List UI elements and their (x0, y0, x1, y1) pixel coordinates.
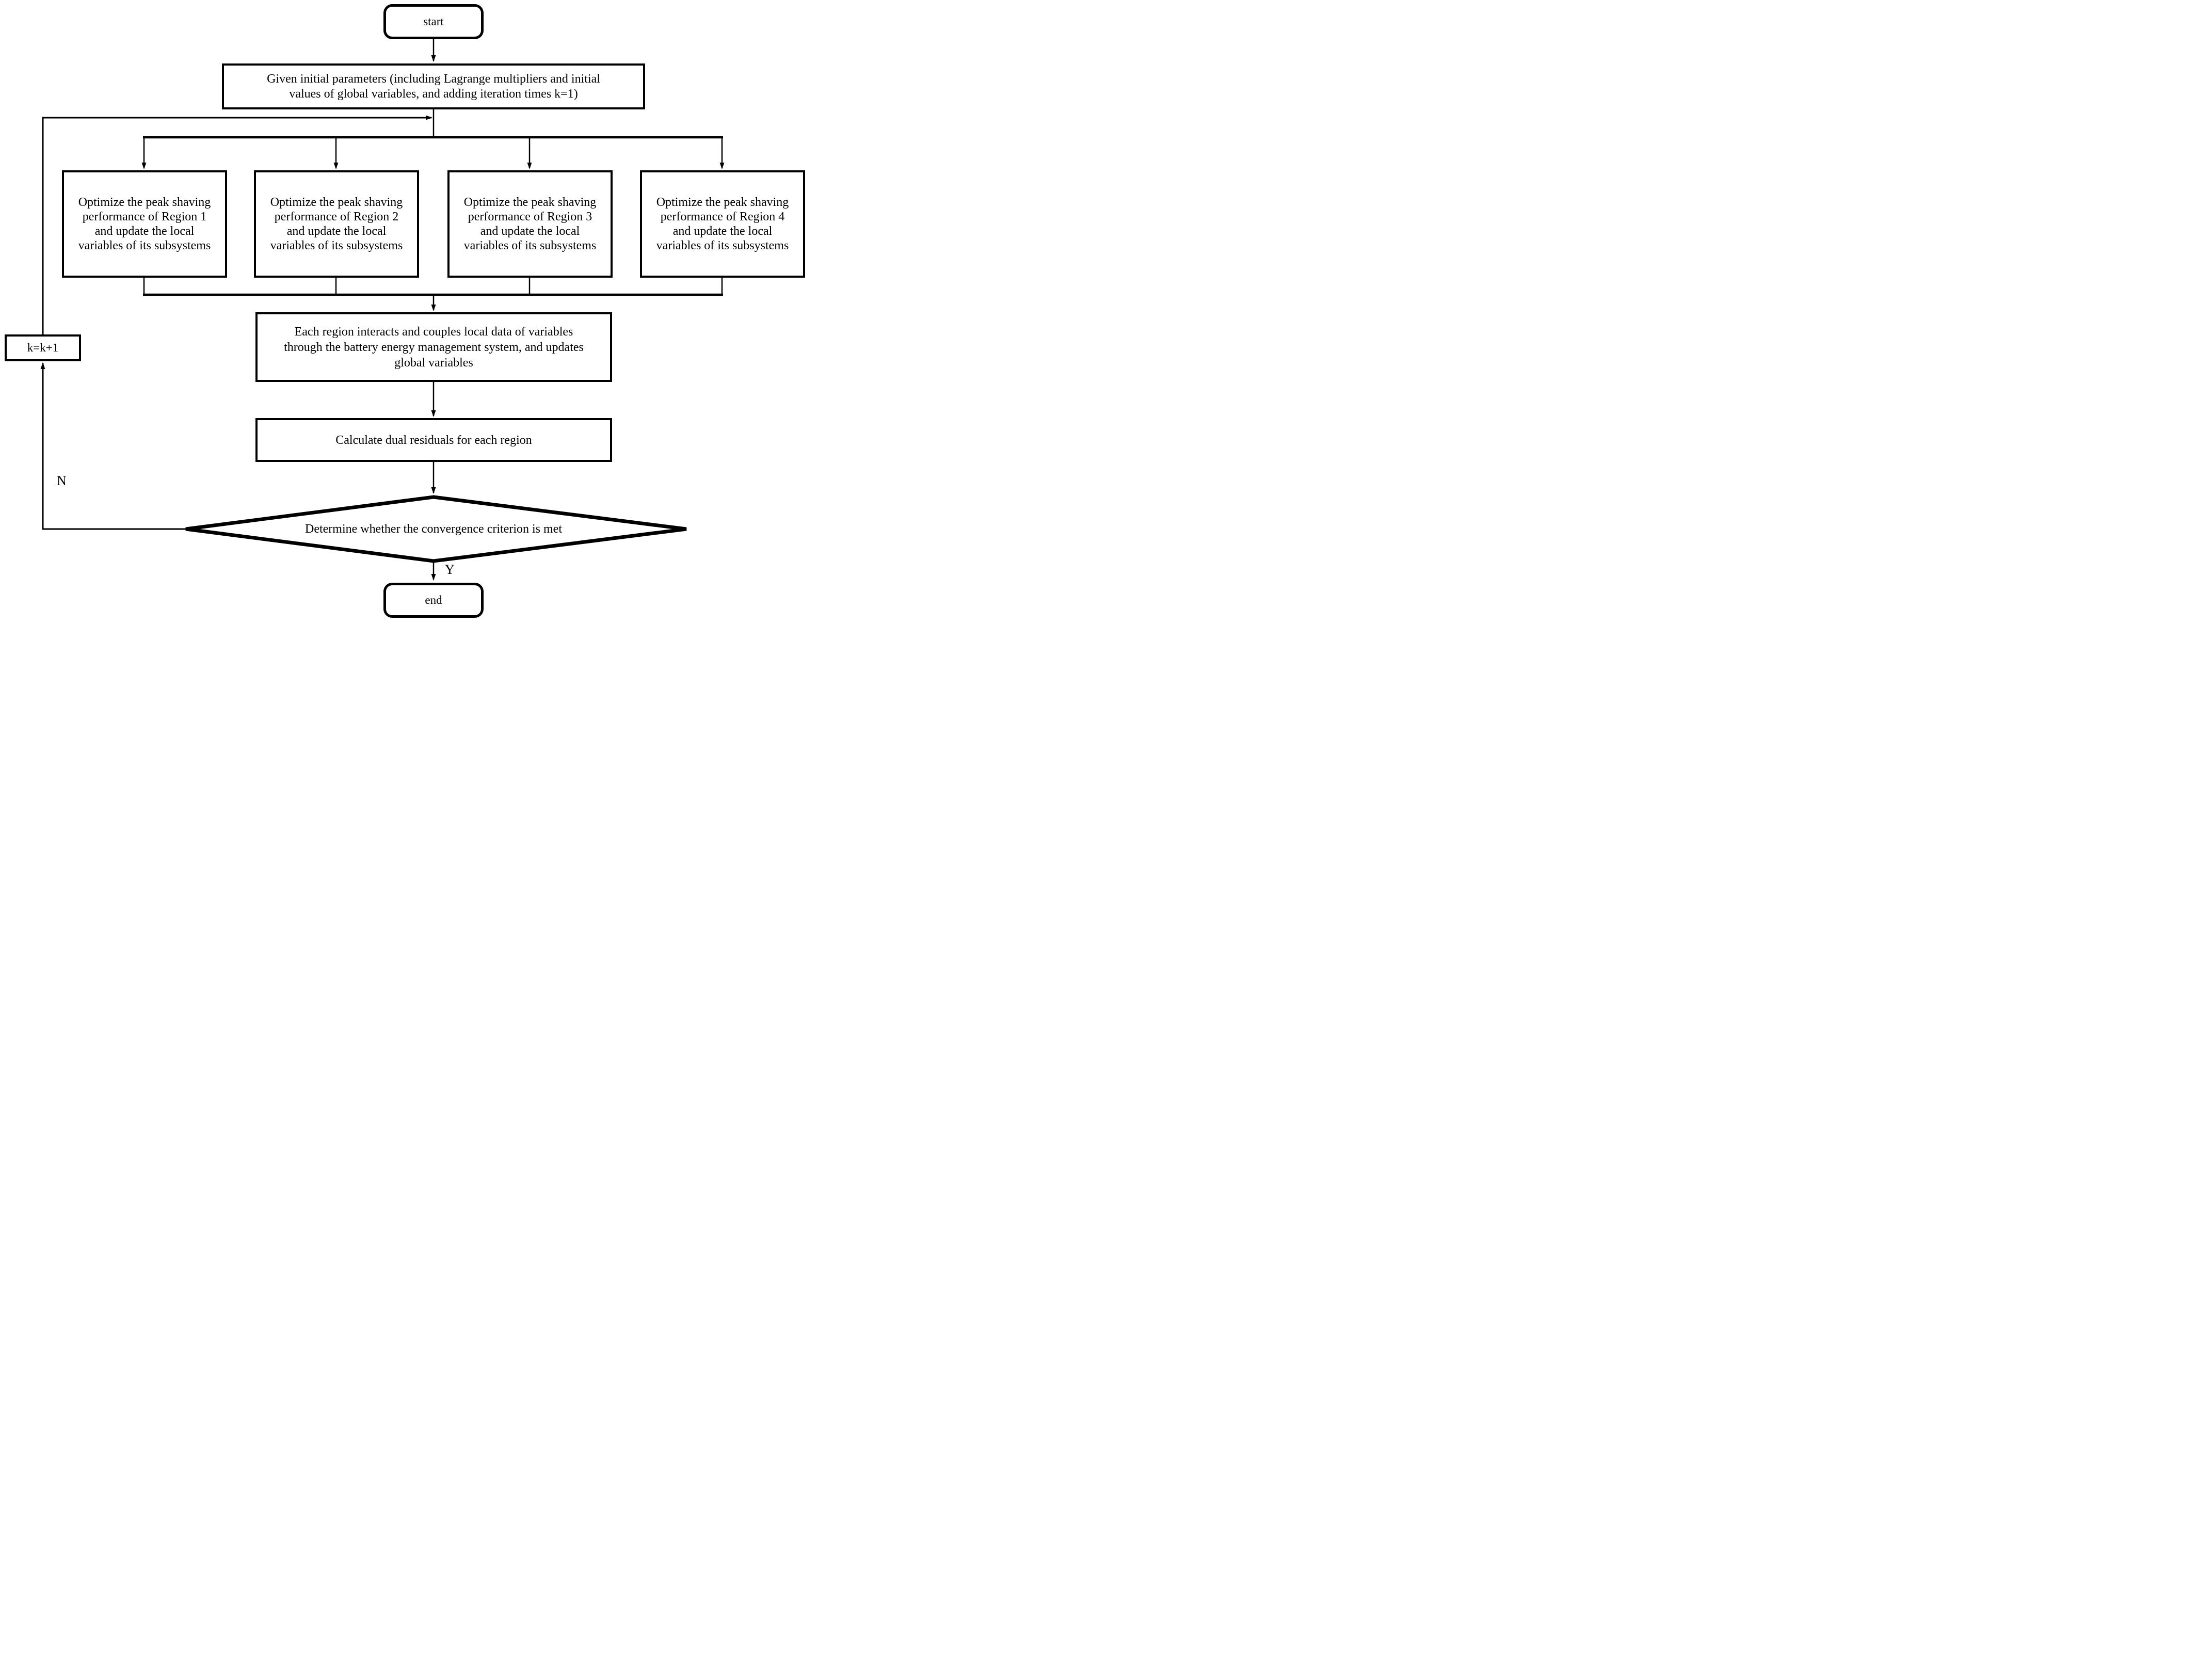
region-1-line: and update the local (94, 225, 195, 238)
start-node: start (383, 4, 484, 39)
region-1-optimize-box: Optimize the peak shaving performance of… (62, 170, 227, 278)
end-label: end (425, 594, 442, 606)
flowchart-canvas: start Given initial parameters (includin… (0, 0, 809, 619)
dual-residuals-label: Calculate dual residuals for each region (335, 433, 532, 447)
edge-decision-to-iterate (40, 362, 188, 530)
interact-line: global variables (394, 356, 473, 370)
region-2-optimize-box: Optimize the peak shaving performance of… (254, 170, 419, 278)
edge-loop-return (42, 115, 432, 334)
interact-line: through the battery energy management sy… (284, 340, 584, 354)
region-3-line: variables of its subsystems (463, 239, 597, 252)
region-2-line: performance of Region 2 (274, 210, 399, 223)
interact-line: Each region interacts and couples local … (294, 325, 573, 339)
branch-label-no: N (57, 473, 67, 488)
region-2-line: variables of its subsystems (270, 239, 403, 252)
init-parameters-box: Given initial parameters (including Lagr… (222, 63, 645, 109)
region-2-line: and update the local (286, 225, 387, 238)
interact-update-globals-box: Each region interacts and couples local … (255, 312, 612, 382)
convergence-decision-label: Determine whether the convergence criter… (304, 522, 562, 536)
region-4-line: Optimize the peak shaving (656, 196, 789, 209)
region-3-line: Optimize the peak shaving (463, 196, 597, 209)
region-4-line: variables of its subsystems (656, 239, 789, 252)
dual-residuals-box: Calculate dual residuals for each region (255, 418, 612, 462)
region-2-line: Optimize the peak shaving (270, 196, 403, 209)
iterate-k-box: k=k+1 (5, 334, 81, 361)
connector-lines (40, 39, 725, 581)
region-1-line: Optimize the peak shaving (78, 196, 211, 209)
init-parameters-line: values of global variables, and adding i… (289, 87, 578, 101)
init-parameters-line: Given initial parameters (including Lagr… (267, 72, 600, 86)
region-1-line: variables of its subsystems (78, 239, 211, 252)
region-3-line: performance of Region 3 (468, 210, 592, 223)
region-4-line: and update the local (672, 225, 773, 238)
region-4-line: performance of Region 4 (660, 210, 785, 223)
region-3-line: and update the local (480, 225, 580, 238)
end-node: end (383, 583, 484, 618)
start-label: start (423, 15, 444, 28)
region-3-optimize-box: Optimize the peak shaving performance of… (447, 170, 613, 278)
region-4-optimize-box: Optimize the peak shaving performance of… (640, 170, 805, 278)
iterate-k-label: k=k+1 (27, 341, 59, 354)
branch-label-yes: Y (445, 562, 455, 577)
region-1-line: performance of Region 1 (82, 210, 207, 223)
